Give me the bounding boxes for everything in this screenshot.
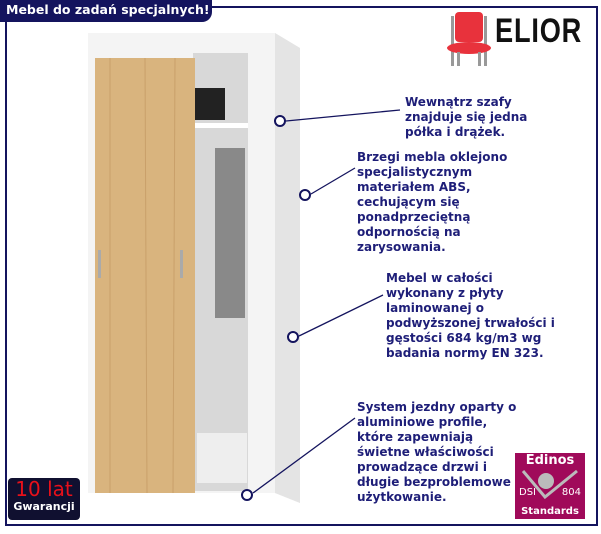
callout-dot-4: [241, 489, 253, 501]
frame-right: [596, 6, 598, 526]
certificate-number: 804: [561, 487, 581, 498]
wardrobe-image: [85, 28, 305, 508]
frame-bottom: [5, 524, 598, 526]
certificate-check-icon: [521, 469, 578, 499]
callout-abs-edges: Brzegi mebla oklejono specjalistycznym m…: [357, 150, 508, 254]
warranty-label: Gwarancji: [13, 500, 75, 513]
callout-material: Mebel w całości wykonany z płyty laminow…: [386, 271, 555, 360]
callout-sliding-system: System jezdny oparty o aluminiowe profil…: [357, 400, 517, 504]
callout-dot-1: [274, 115, 286, 127]
certificate-dsi: DSI: [519, 487, 536, 498]
certificate-badge: Edinos DSI 804 Standards: [515, 453, 585, 519]
brand-logo: ELIOR: [495, 12, 583, 50]
callout-shelf: Wewnątrz szafy znajduje się jedna półka …: [405, 95, 528, 139]
certificate-label: Standards: [521, 506, 579, 517]
warranty-years: 10 lat: [15, 477, 73, 501]
callout-dot-3: [287, 331, 299, 343]
certificate-brand: Edinos: [525, 453, 575, 468]
callout-dot-2: [299, 189, 311, 201]
banner-title: Mebel do zadań specjalnych!: [0, 0, 212, 22]
warranty-badge: 10 lat Gwarancji: [8, 478, 80, 520]
chair-logo-icon: [445, 10, 495, 74]
frame-left: [5, 20, 7, 526]
frame-top: [212, 6, 598, 8]
